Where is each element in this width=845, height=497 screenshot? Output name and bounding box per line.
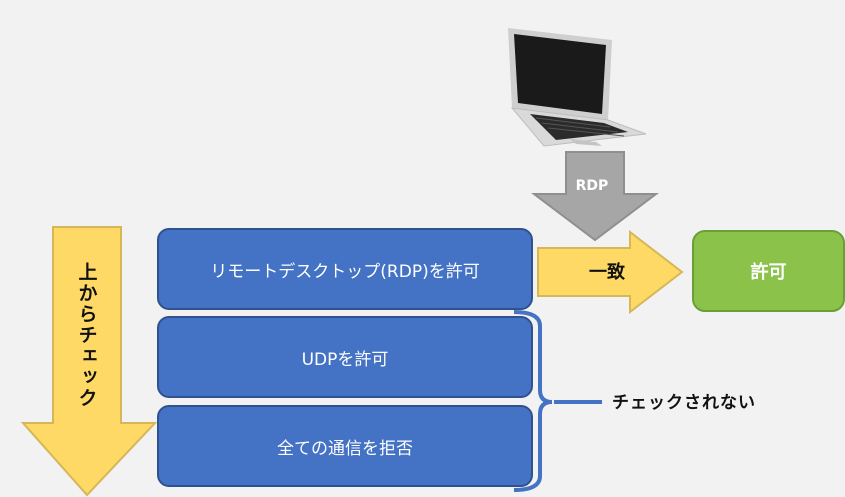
rule-udp-allow: UDPを許可 [157, 316, 533, 398]
rule-label: UDPを許可 [301, 349, 389, 370]
permit-result-label: 許可 [750, 262, 787, 283]
match-label: 一致 [589, 262, 625, 283]
check-order-arrow [20, 226, 158, 497]
rdp-label: RDP [575, 178, 609, 194]
not-checked-bracket [513, 310, 602, 492]
check-order-label: 上からチェック [75, 262, 98, 409]
rule-rdp-allow: リモートデスクトップ(RDP)を許可 [157, 228, 533, 310]
rule-deny-all: 全ての通信を拒否 [157, 405, 533, 487]
laptop-icon [508, 28, 647, 147]
rule-label: リモートデスクトップ(RDP)を許可 [210, 261, 480, 282]
rdp-arrow [531, 151, 659, 242]
not-checked-label: チェックされない [612, 393, 756, 413]
rule-label: 全ての通信を拒否 [277, 438, 413, 459]
match-arrow [537, 230, 684, 314]
permit-result-box: 許可 [692, 230, 845, 312]
